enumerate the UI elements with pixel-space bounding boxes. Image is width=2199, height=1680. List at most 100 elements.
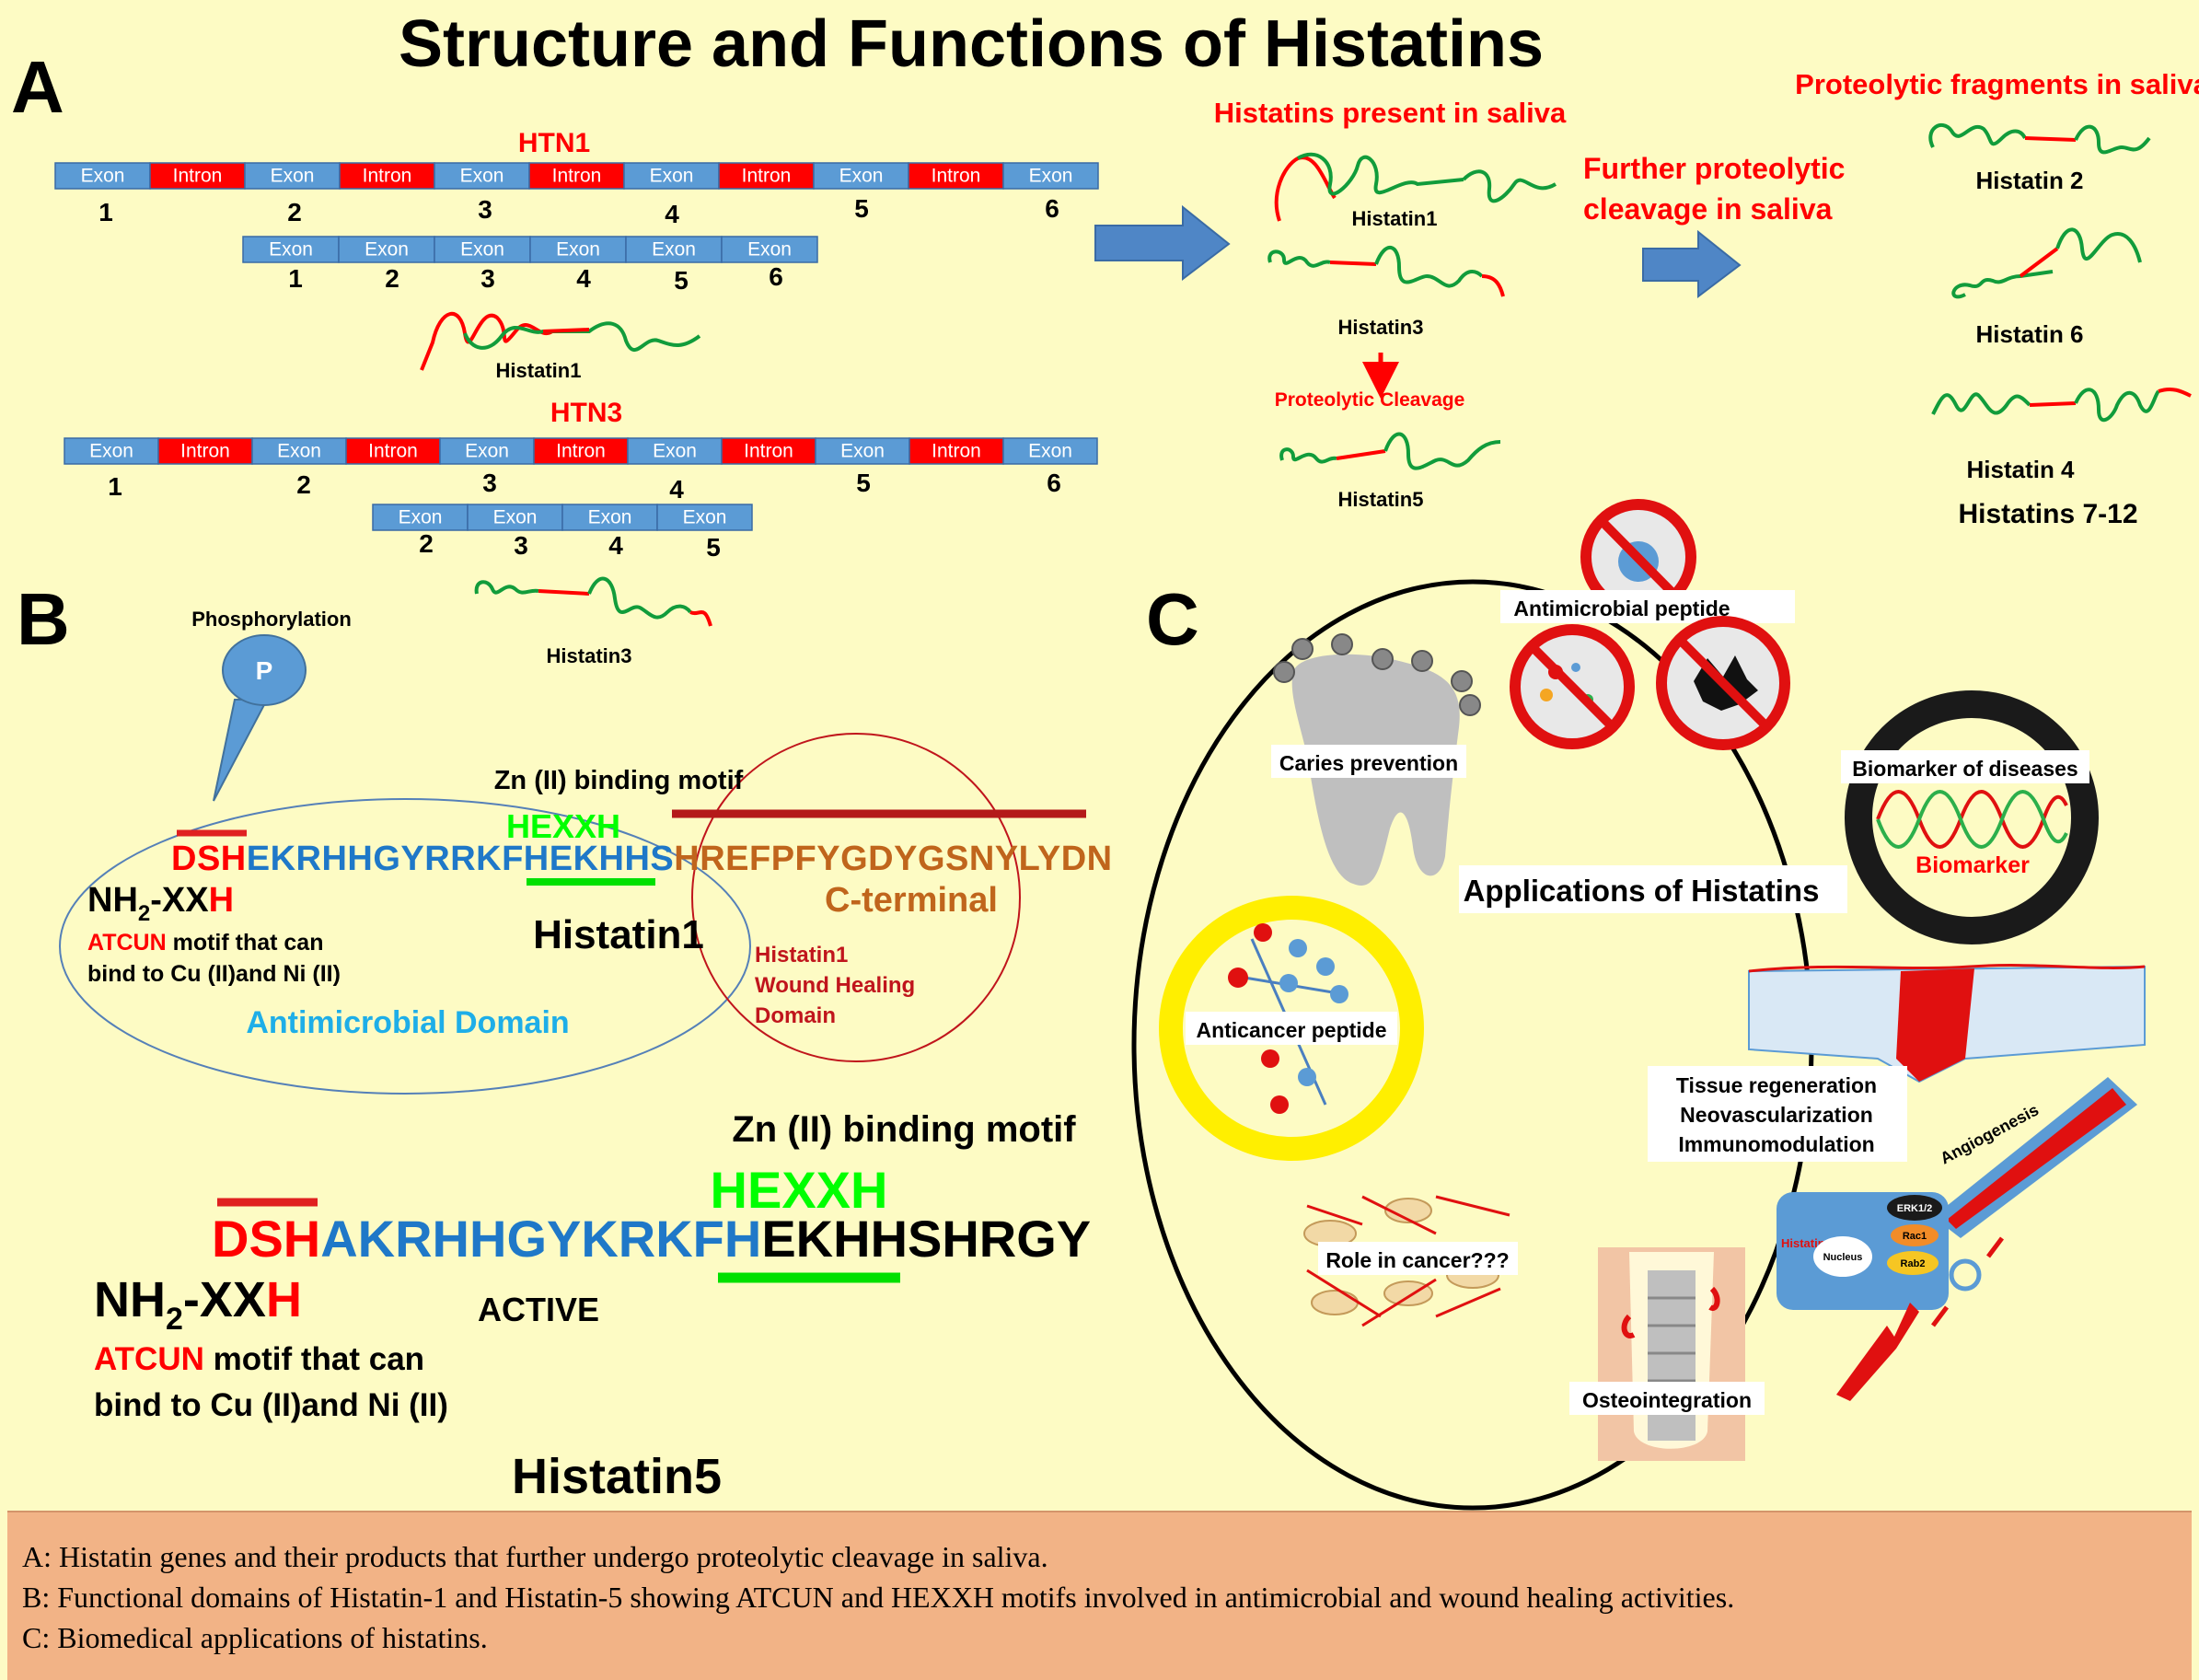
histatin2-label: Histatin 2 bbox=[1975, 167, 2083, 194]
intron-segment-label: Intron bbox=[552, 166, 602, 187]
exon-segment bbox=[54, 162, 151, 190]
osteo-label-box bbox=[1569, 1382, 1765, 1415]
proteolytic-cleavage-label: Proteolytic Cleavage bbox=[1275, 389, 1465, 411]
intron-segment-label: Intron bbox=[180, 441, 230, 462]
histatin3-product-label: Histatin3 bbox=[547, 644, 632, 667]
h1-seq-atcun: DSH bbox=[171, 840, 247, 878]
intron-segment-label: Intron bbox=[932, 441, 981, 462]
exon-segment-label: Exon bbox=[269, 239, 313, 261]
h5-zn-motif-label: Zn (II) binding motif bbox=[732, 1109, 1076, 1150]
h5-seq-antimicrobial: AKRHHGYKRKFH bbox=[320, 1210, 761, 1268]
exon-number: 5 bbox=[674, 266, 689, 295]
exon-segment-label: Exon bbox=[460, 166, 504, 187]
h5-seq-atcun: DSH bbox=[212, 1210, 320, 1268]
tissue-wound-icon bbox=[1748, 964, 2146, 1083]
exon-segment bbox=[656, 504, 753, 531]
h5-nh2-label: NH2-XXH bbox=[94, 1272, 302, 1337]
exon-number: 1 bbox=[108, 472, 122, 501]
exon-number: 6 bbox=[769, 262, 783, 291]
intron-segment-label: Intron bbox=[368, 441, 418, 462]
exon-segment bbox=[251, 437, 347, 465]
intron-segment-label: Intron bbox=[173, 166, 223, 187]
exon-segment-label: Exon bbox=[1029, 166, 1073, 187]
arrow-to-fragments bbox=[1642, 229, 1742, 299]
saliva-histatin3-icon bbox=[1267, 245, 1505, 297]
figure-caption: A: Histatin genes and their products tha… bbox=[7, 1511, 2192, 1680]
caption-c: C: Biomedical applications of histatins. bbox=[22, 1621, 488, 1654]
intron-segment-label: Intron bbox=[363, 166, 412, 187]
tissue-line3: Immunomodulation bbox=[1678, 1132, 1874, 1156]
antimicrobial-label: Antimicrobial peptide bbox=[1513, 597, 1730, 620]
exon-segment-label: Exon bbox=[650, 166, 694, 187]
caries-label-box bbox=[1271, 745, 1466, 778]
h5-seq-rest: EKHHSHRGY bbox=[761, 1210, 1091, 1268]
signal-rac1: Rac1 bbox=[1903, 1231, 1927, 1242]
signal-erk: ERK1/2 bbox=[1897, 1203, 1933, 1214]
h1-atcun-line2: bind to Cu (II)and Ni (II) bbox=[87, 961, 341, 987]
signal-rab: Rab2 bbox=[1901, 1258, 1926, 1269]
exon-segment-label: Exon bbox=[493, 507, 538, 528]
intron-segment bbox=[721, 437, 816, 465]
exon-number: 2 bbox=[385, 264, 399, 293]
exon-number: 3 bbox=[478, 195, 492, 224]
wound-healing-line2: Wound Healing bbox=[755, 973, 915, 998]
panel-a-label: A bbox=[11, 46, 64, 128]
exon-number: 4 bbox=[576, 264, 591, 293]
exon-number: 2 bbox=[287, 198, 302, 226]
exon-segment bbox=[1002, 162, 1099, 190]
tissue-line1: Tissue regeneration bbox=[1676, 1073, 1877, 1097]
panel-b-label: B bbox=[17, 578, 70, 660]
exon-segment bbox=[439, 437, 535, 465]
exon-segment bbox=[434, 162, 530, 190]
h5-atcun-line2: bind to Cu (II)and Ni (II) bbox=[94, 1387, 448, 1423]
exon-segment-label: Exon bbox=[460, 239, 504, 261]
exon-segment-label: Exon bbox=[365, 239, 409, 261]
exon-number: 6 bbox=[1047, 469, 1061, 497]
intron-segment bbox=[528, 162, 625, 190]
histatin6-label: Histatin 6 bbox=[1975, 320, 2083, 348]
exon-segment bbox=[1002, 437, 1098, 465]
exon-number: 4 bbox=[665, 200, 679, 228]
biomarker-label: Biomarker bbox=[1915, 852, 2030, 878]
tissue-line2: Neovascularization bbox=[1680, 1103, 1873, 1127]
exon-number: 3 bbox=[480, 264, 495, 293]
exon-number: 1 bbox=[98, 198, 113, 226]
dental-implant-icon bbox=[1598, 1247, 1745, 1461]
saliva-heading: Histatins present in saliva bbox=[1214, 97, 1567, 129]
exon-segment-label: Exon bbox=[683, 507, 727, 528]
antimicrobial-domain-ellipse bbox=[59, 798, 751, 1095]
caption-a: A: Histatin genes and their products tha… bbox=[22, 1540, 1048, 1573]
histatin4-label: Histatin 4 bbox=[1966, 456, 2075, 483]
intron-segment bbox=[345, 437, 441, 465]
histatin2-fragment-icon bbox=[1928, 123, 2151, 155]
intron-segment-label: Intron bbox=[742, 166, 792, 187]
intron-segment-label: Intron bbox=[744, 441, 793, 462]
h1-atcun-line1: ATCUN motif that can bbox=[87, 930, 323, 956]
phosphorylation-label: Phosphorylation bbox=[191, 608, 352, 631]
intron-segment bbox=[149, 162, 246, 190]
exon-segment-label: Exon bbox=[277, 441, 321, 462]
h1-zn-motif-label: Zn (II) binding motif bbox=[494, 766, 744, 795]
h5-hexxh-label: HEXXH bbox=[711, 1161, 888, 1219]
exon-segment-label: Exon bbox=[1028, 441, 1072, 462]
h1-seq-c-terminal: HREFPFYGDYGSNYLYDN bbox=[674, 840, 1112, 878]
exon-segment-label: Exon bbox=[653, 441, 697, 462]
histatin5-name-label: Histatin5 bbox=[512, 1449, 722, 1504]
exon-segment bbox=[244, 162, 341, 190]
exon-number: 1 bbox=[288, 264, 303, 293]
histatin4-fragment-icon bbox=[1931, 387, 2192, 423]
intron-segment-label: Intron bbox=[556, 441, 606, 462]
exon-number: 2 bbox=[296, 470, 311, 499]
arrow-to-saliva bbox=[1094, 204, 1231, 282]
saliva-histatin3-label: Histatin3 bbox=[1338, 316, 1424, 339]
exon-segment-label: Exon bbox=[556, 239, 600, 261]
further-cleavage-line2: cleavage in saliva bbox=[1583, 192, 1833, 226]
saliva-histatin5-label: Histatin5 bbox=[1338, 488, 1424, 511]
h1-c-terminal-label: C-terminal bbox=[825, 881, 998, 920]
exon-segment-label: Exon bbox=[271, 166, 315, 187]
